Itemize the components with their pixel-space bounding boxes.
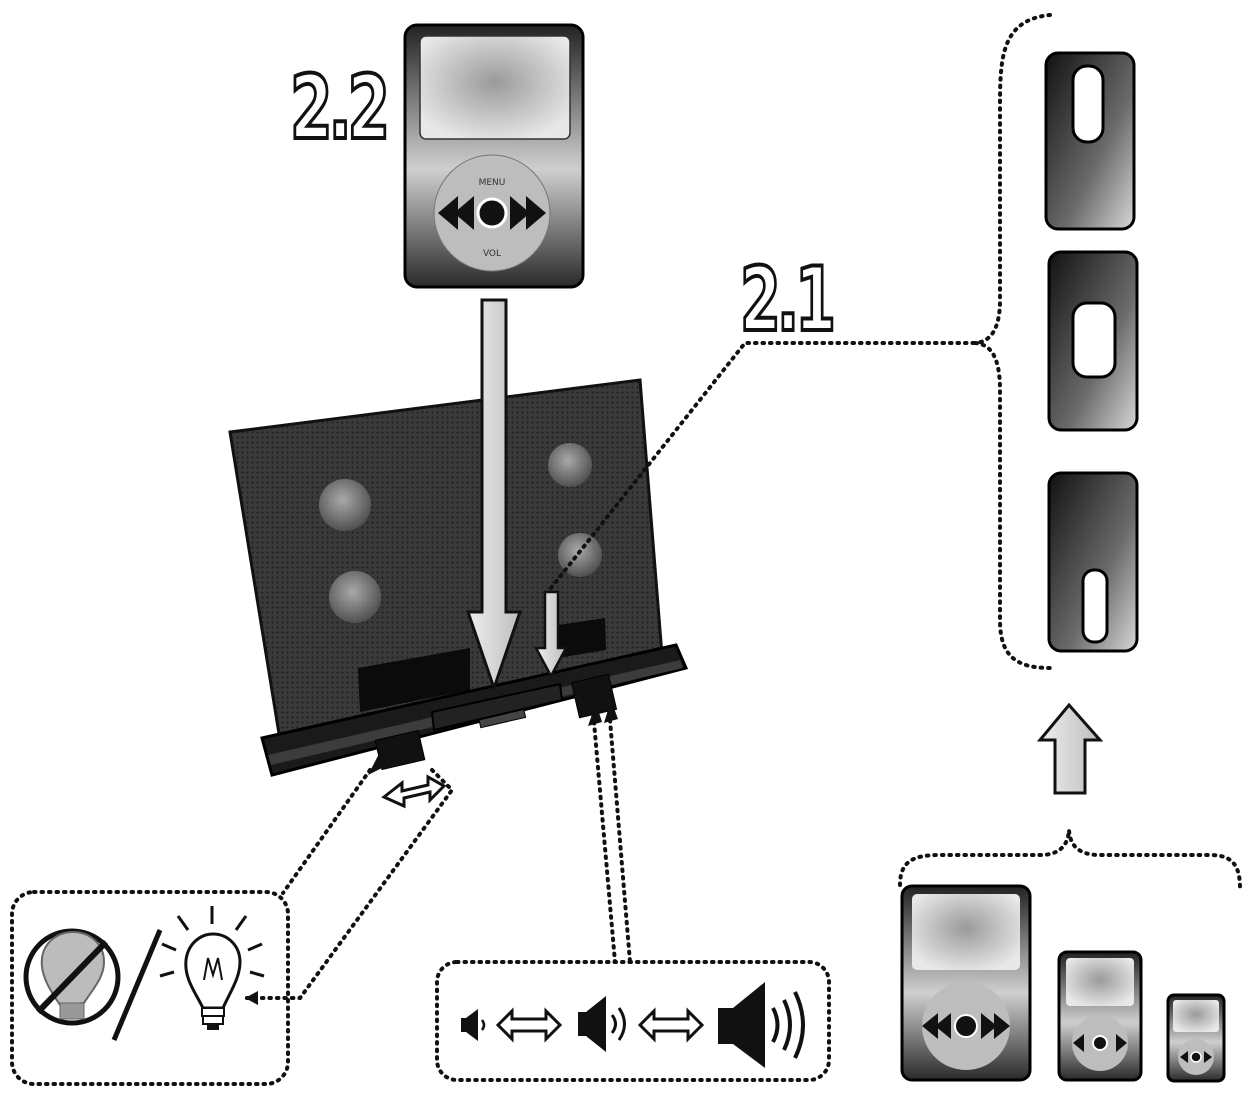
- wheel-menu-label: MENU: [479, 178, 506, 188]
- volume-range-arrow: [495, 1007, 563, 1043]
- volume-options-box: [435, 960, 831, 1082]
- volume-mid-icon: [578, 996, 626, 1052]
- wheel-vol-label: VOL: [483, 249, 501, 259]
- volume-high-icon: [718, 982, 805, 1068]
- up-arrow-icon: [1036, 702, 1104, 795]
- media-player-icon: MENU VOL: [403, 23, 585, 289]
- adapter-bracket: [974, 13, 1052, 670]
- woofer-upper-right: [548, 443, 592, 487]
- light-options-box: [10, 890, 290, 1086]
- media-player-large: [900, 884, 1032, 1082]
- speaker-dock: [228, 378, 689, 777]
- volume-pointer-right: [604, 700, 618, 723]
- divider-slash: [111, 929, 163, 1041]
- insert-adapter-arrow: [533, 590, 569, 679]
- players-bracket: [898, 829, 1242, 890]
- light-switch-pointer: [368, 752, 386, 775]
- light-switch-arrows-icon: [381, 774, 447, 809]
- volume-leader-right: [608, 718, 632, 964]
- dock-adapter-icon: [1047, 250, 1139, 432]
- volume-range-arrow-2: [637, 1007, 705, 1043]
- dock-adapter-icon: [1047, 471, 1139, 653]
- volume-leader-left: [592, 720, 617, 964]
- light-on-icon: [159, 906, 265, 1030]
- media-player-medium: [1057, 950, 1143, 1082]
- media-player-small: [1166, 993, 1226, 1083]
- fast-forward-icon: [526, 196, 546, 230]
- rewind-icon: [438, 196, 458, 230]
- dock-adapter-icon: [1044, 51, 1136, 231]
- woofer-upper-left: [319, 479, 371, 531]
- volume-low-icon: [461, 1009, 486, 1041]
- insert-player-arrow: [465, 298, 523, 693]
- step-label-2-2: 2.2: [290, 56, 386, 159]
- volume-pointer-left: [588, 703, 602, 726]
- step-label-2-1: 2.1: [740, 248, 833, 351]
- adapter-leader-line: [549, 341, 977, 590]
- center-button[interactable]: [476, 197, 508, 229]
- light-return-line: [243, 768, 455, 1000]
- light-leader-line: [281, 768, 372, 895]
- woofer-lower-left: [329, 571, 381, 623]
- light-off-icon: [23, 928, 121, 1026]
